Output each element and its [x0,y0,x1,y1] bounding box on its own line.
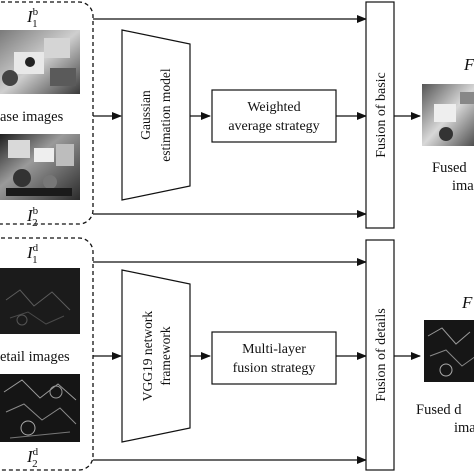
svg-text:Fusion of basic: Fusion of basic [374,72,389,158]
svg-text:Weighted: Weighted [247,100,300,115]
svg-text:estimation model: estimation model [158,68,173,162]
svg-text:F1: F1 [463,55,474,78]
svg-text:ima: ima [452,178,474,194]
vgg19-network-framework-block: VGG19 network framework [121,269,191,443]
fused-detail-image [424,320,474,382]
svg-text:F: F [461,293,473,312]
fusion-of-details-block: Fusion of details [365,239,395,471]
fusion-of-basic-block: Fusion of basic [365,1,395,229]
svg-text:framework: framework [158,326,173,385]
detail-image-2 [0,374,80,442]
svg-text:average strategy: average strategy [228,119,319,134]
svg-text:Fused: Fused [432,160,467,176]
svg-text:fusion strategy: fusion strategy [233,361,316,376]
svg-text:Multi-layer: Multi-layer [242,342,306,357]
base-images-dashed-border [0,1,94,225]
detail-images-dashed-border [0,237,94,471]
multi-layer-fusion-strategy-block: Multi-layer fusion strategy [211,331,337,385]
fused-detail-output: F Fused d ima [416,293,474,436]
base-image-1 [0,30,80,94]
base-image-2 [0,134,80,200]
detail-images-label: etail images [0,349,70,365]
fused-basic-output: F1 Fused ima [422,55,474,194]
svg-text:Fused d: Fused d [416,402,462,418]
svg-text:ima: ima [454,420,474,436]
weighted-average-strategy-block: Weighted average strategy [211,89,337,143]
fused-basic-image [422,84,474,146]
detail-image-1 [0,268,80,334]
svg-text:Gaussian: Gaussian [138,90,153,140]
gaussian-estimation-model-block: Gaussian estimation model [121,29,191,201]
svg-text:VGG19 network: VGG19 network [140,311,155,402]
svg-text:Fusion of details: Fusion of details [374,308,389,401]
base-images-label: ase images [0,109,64,125]
